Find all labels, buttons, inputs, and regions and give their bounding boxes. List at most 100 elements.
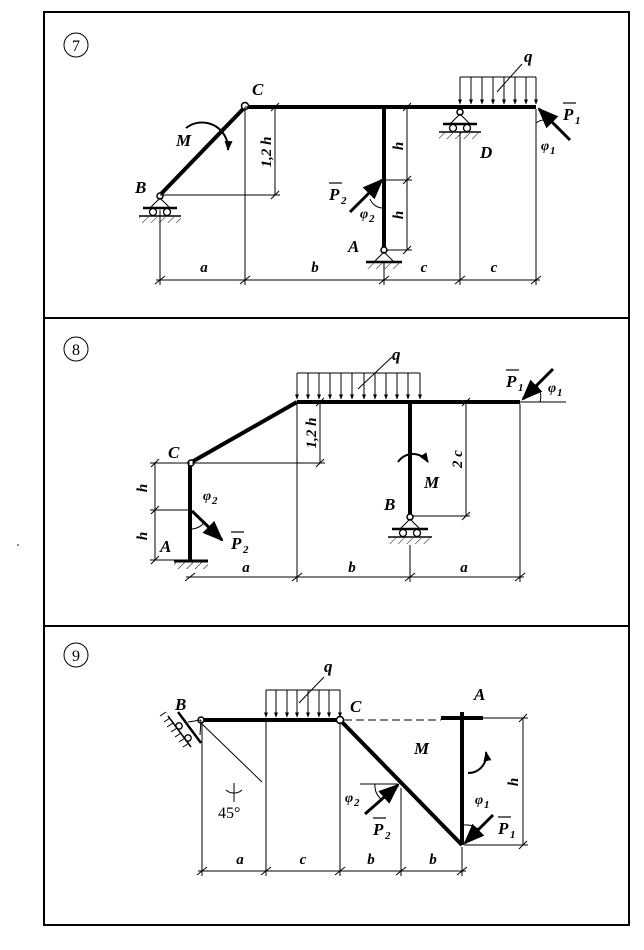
- force-label-p1: P 1: [497, 816, 516, 841]
- distributed-load-q: [295, 356, 422, 400]
- problem-number: 8: [72, 342, 80, 359]
- fixed-support-a: [174, 559, 208, 569]
- angle-arc-phi1: [535, 119, 549, 124]
- angle-label-45: 45°: [218, 805, 240, 822]
- problem-number-circle: [63, 642, 89, 668]
- dim-label-c: c: [421, 260, 428, 276]
- angle-arc-phi2: [369, 198, 385, 209]
- angle-label-phi2: φ 2: [203, 489, 218, 507]
- point-label-a: A: [473, 685, 485, 704]
- problem-number-circle: [63, 32, 89, 58]
- moment-arrow: [185, 121, 233, 151]
- svg-text:P: P: [328, 185, 340, 204]
- construction-line: [200, 722, 263, 783]
- force-label-p2: P 2: [328, 182, 347, 207]
- load-label-q: q: [324, 657, 333, 676]
- force-p2-arrow: [190, 509, 224, 542]
- svg-text:φ: φ: [345, 791, 353, 806]
- stray-dot: [17, 544, 19, 546]
- angle-label-phi1: φ 1: [541, 139, 556, 157]
- svg-text:1: 1: [575, 115, 581, 127]
- svg-text:2: 2: [340, 195, 347, 207]
- point-label-c: C: [252, 80, 264, 99]
- angle-label-phi2: φ 2: [360, 207, 375, 225]
- point-label-c: C: [168, 443, 180, 462]
- dim-label-h: h: [391, 211, 407, 219]
- force-label-p1: P 1: [562, 102, 581, 127]
- problem-number-circle: [63, 336, 89, 362]
- svg-text:P: P: [562, 105, 574, 124]
- point-label-b: B: [134, 178, 146, 197]
- dim-label-b: b: [311, 260, 319, 276]
- dim-label-c: c: [300, 852, 307, 868]
- angle-label-phi2: φ 2: [345, 791, 360, 809]
- svg-text:φ: φ: [548, 381, 556, 396]
- point-label-d: D: [479, 143, 492, 162]
- dim-label-a: a: [242, 560, 250, 576]
- force-p2-arrow: [364, 783, 400, 816]
- problem-9: 9 45°: [63, 642, 528, 876]
- svg-text:1: 1: [510, 829, 516, 841]
- point-label-b: B: [174, 695, 186, 714]
- angle-arc-phi2: [191, 522, 205, 530]
- svg-text:P: P: [230, 534, 242, 553]
- inclined-bar-bc: [158, 105, 247, 197]
- point-label-a: A: [159, 537, 171, 556]
- dim-label-h: h: [391, 142, 407, 150]
- problem-number: 7: [72, 38, 80, 55]
- svg-text:φ: φ: [541, 139, 549, 154]
- dim-label-b: b: [367, 852, 375, 868]
- dimension-lines: [150, 397, 526, 582]
- svg-text:2: 2: [353, 797, 360, 809]
- svg-text:1: 1: [484, 799, 490, 811]
- force-label-p2: P 2: [230, 531, 249, 556]
- angle-arc-phi1: [463, 824, 479, 830]
- svg-text:1: 1: [557, 387, 563, 399]
- distributed-load-q: [264, 676, 342, 718]
- dimension-lines: [196, 713, 528, 876]
- dim-label-2c: 2 c: [450, 450, 466, 469]
- svg-text:2: 2: [242, 544, 249, 556]
- angle-label-phi1: φ 1: [548, 381, 563, 399]
- force-label-p2: P 2: [372, 817, 391, 842]
- outer-frame: [43, 11, 630, 926]
- svg-text:1: 1: [518, 382, 524, 394]
- dim-label-b: b: [429, 852, 437, 868]
- angle-arc-phi1: [536, 385, 542, 403]
- problem-number: 9: [72, 648, 80, 665]
- roller-support-b: [388, 513, 432, 544]
- svg-text:2: 2: [368, 213, 375, 225]
- inclined-bar: [338, 718, 464, 847]
- problem-7: 7: [63, 32, 581, 285]
- dim-label-1-2h: 1,2 h: [259, 137, 275, 168]
- svg-text:P: P: [505, 372, 517, 391]
- load-label-q: q: [524, 47, 533, 66]
- svg-text:2: 2: [211, 495, 218, 507]
- dim-label-b: b: [348, 560, 356, 576]
- moment-arrow: [467, 751, 492, 775]
- dim-label-a: a: [460, 560, 468, 576]
- moment-arrow: [397, 452, 429, 463]
- inclined-roller-support-b: [159, 711, 205, 748]
- angle-label-phi1: φ 1: [475, 793, 490, 811]
- svg-text:P: P: [497, 819, 509, 838]
- svg-text:φ: φ: [203, 489, 211, 504]
- dim-label-h: h: [135, 532, 151, 540]
- svg-text:P: P: [372, 820, 384, 839]
- svg-text:φ: φ: [475, 793, 483, 808]
- svg-text:1: 1: [550, 145, 556, 157]
- dim-label-a: a: [200, 260, 208, 276]
- force-p1-arrow: [463, 813, 495, 845]
- svg-text:φ: φ: [360, 207, 368, 222]
- problem-8: 8: [63, 336, 566, 582]
- moment-label: M: [413, 739, 430, 758]
- moment-label: M: [175, 131, 192, 150]
- point-label-b: B: [383, 495, 395, 514]
- load-label-q: q: [392, 345, 401, 364]
- dimension-lines: [154, 102, 542, 285]
- dim-label-1-2h: 1,2 h: [304, 418, 320, 449]
- point-label-c: C: [350, 697, 362, 716]
- force-p2-arrow: [348, 178, 384, 214]
- dim-label-a: a: [236, 852, 244, 868]
